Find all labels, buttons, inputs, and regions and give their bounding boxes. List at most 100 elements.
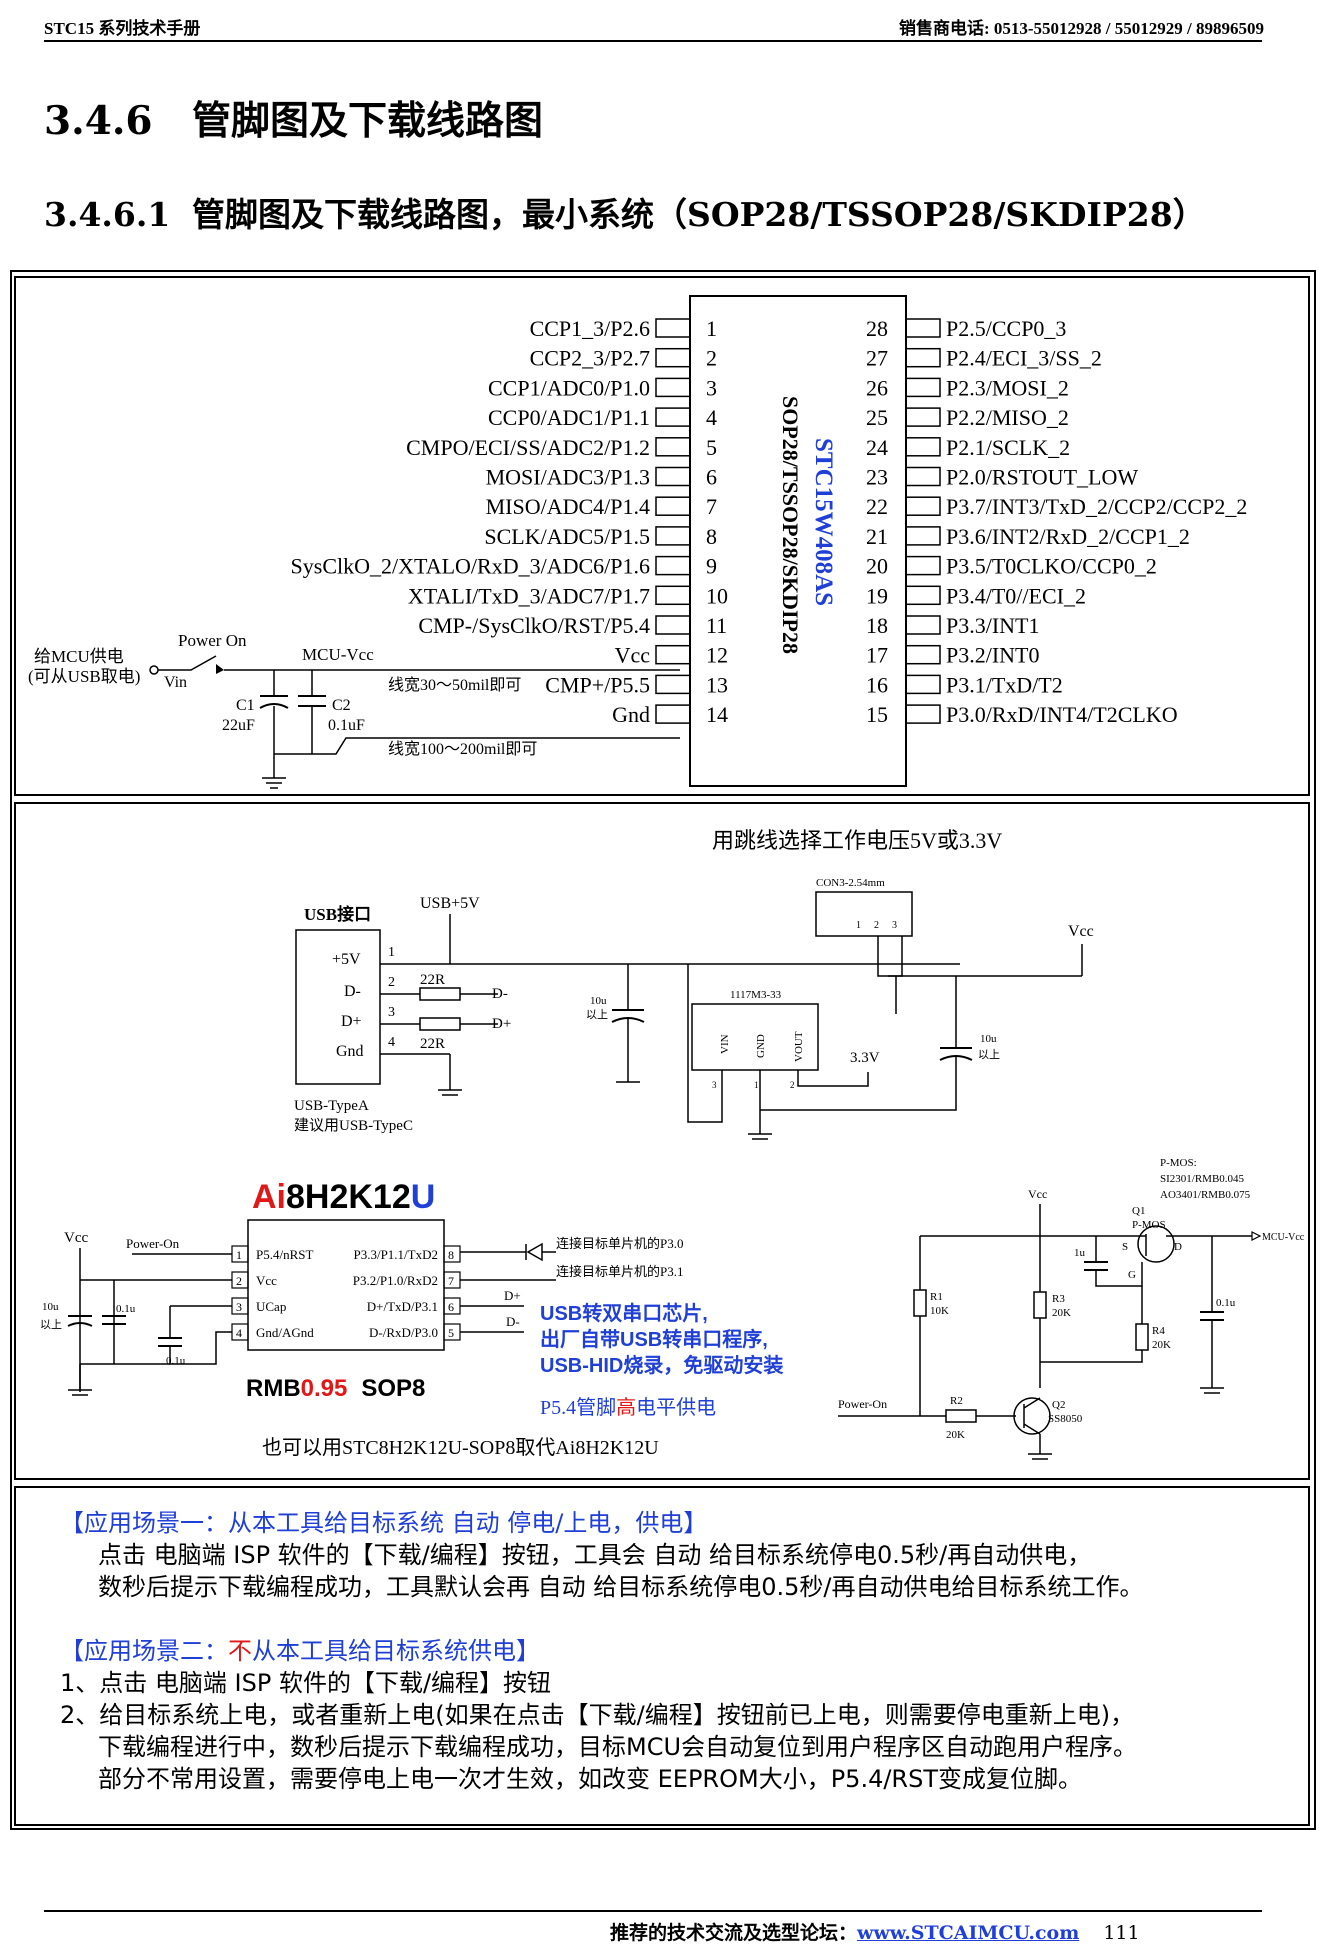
pin-box-15 — [905, 704, 941, 724]
ai-pin-number-3: 3 — [236, 1300, 242, 1314]
r2-value: 20K — [946, 1429, 965, 1441]
mcu-vcc-label: MCU-Vcc — [302, 645, 374, 664]
pin-box-27 — [905, 347, 941, 368]
pin-number-4: 4 — [706, 405, 717, 430]
pmos-title: P-MOS: — [1160, 1157, 1197, 1169]
pin-box-23 — [905, 466, 941, 487]
pin-box-24 — [905, 437, 941, 457]
pin-label-25: P2.2/MISO_2 — [946, 405, 1069, 430]
ai-pin-number-8: 8 — [448, 1248, 454, 1262]
pin-number-10: 10 — [706, 583, 728, 608]
ai-conn-p30: 连接目标单片机的P3.0 — [556, 1236, 683, 1251]
pin-label-24: P2.1/SCLK_2 — [946, 435, 1070, 460]
switch — [158, 655, 217, 671]
pin-number-1: 1 — [706, 316, 717, 341]
pin-label-17: P3.2/INT0 — [946, 643, 1040, 668]
ai-pin-label-2: Vcc — [256, 1273, 277, 1288]
pin-box-19 — [905, 585, 941, 606]
jumper-connector — [815, 891, 913, 937]
r1 — [913, 1289, 927, 1317]
r4-return — [1040, 1350, 1143, 1363]
r3-value: 20K — [1052, 1307, 1071, 1319]
usb-type-c: 建议用USB-TypeC — [294, 1117, 413, 1134]
pin-label-15: P3.0/RxD/INT4/T2CLKO — [946, 702, 1178, 727]
ai-alt-note: 也可以用STC8H2K12U-SOP8取代Ai8H2K12U — [262, 1436, 659, 1459]
ai-tx-diode — [526, 1242, 543, 1262]
ai-pin-number-6: 6 — [448, 1300, 454, 1314]
regulator-label: 1117M3-33 — [730, 989, 782, 1001]
pin-number-20: 20 — [866, 554, 888, 579]
header-right: 销售商电话: 0513-55012928 / 55012929 / 898965… — [898, 19, 1264, 38]
reg-vin-wire — [687, 964, 723, 1123]
pin-box-8 — [655, 526, 691, 546]
v33-label: 3.3V — [850, 1050, 880, 1066]
r2 — [945, 1409, 977, 1423]
ai-pin-number-7: 7 — [448, 1274, 454, 1288]
r4 — [1135, 1323, 1149, 1351]
q2-collector — [1023, 1397, 1041, 1409]
pin-number-28: 28 — [866, 316, 888, 341]
pin-box-28 — [905, 318, 941, 338]
pin-label-20: P3.5/T0CLKO/CCP0_2 — [946, 554, 1157, 579]
q1-g: G — [1128, 1269, 1136, 1281]
q1-label: Q1 — [1132, 1205, 1145, 1217]
pin-number-19: 19 — [866, 583, 888, 608]
r1-value: 10K — [930, 1305, 949, 1317]
q2-emitter — [1023, 1423, 1041, 1435]
reg-vout: VOUT — [793, 1031, 805, 1062]
conn-pin-1: 1 — [856, 920, 861, 931]
r4-value: 20K — [1152, 1339, 1171, 1351]
pin-label-7: MISO/ADC4/P1.4 — [486, 494, 650, 519]
pin-box-26 — [905, 377, 941, 398]
scenario-2-title: 【应用场景二：不从本工具给目标系统供电】 — [60, 1637, 540, 1665]
pin-number-3: 3 — [706, 375, 717, 400]
header-left: STC15 系列技术手册 — [44, 19, 201, 38]
chip-body — [689, 295, 907, 787]
forum-link[interactable]: www.STCAIMCU.com — [857, 1922, 1080, 1944]
pin-label-1: CCP1_3/P2.6 — [530, 316, 650, 341]
cap01-label: 0.1u — [1216, 1297, 1236, 1309]
pin-number-18: 18 — [866, 613, 888, 638]
ai-pin-label-7: P3.2/P1.0/RxD2 — [353, 1273, 438, 1288]
usb-num-4: 4 — [388, 1035, 395, 1050]
pin-box-9 — [655, 555, 691, 576]
pin-box-22 — [905, 496, 941, 516]
pin-box-12 — [655, 644, 691, 665]
pin-number-11: 11 — [706, 613, 727, 638]
r3 — [1033, 1291, 1047, 1319]
vin-terminal — [149, 665, 159, 675]
pin-label-28: P2.5/CCP0_3 — [946, 316, 1066, 341]
supply-label-2: (可从USB取电) — [28, 667, 140, 686]
pin-number-5: 5 — [706, 435, 717, 460]
pin-box-21 — [905, 526, 941, 546]
regulator-body — [691, 1003, 819, 1071]
c2-value: 0.1uF — [328, 717, 365, 734]
pin-box-6 — [655, 466, 691, 487]
ai-ucap-label: 0.1u — [166, 1355, 186, 1367]
pin-number-14: 14 — [706, 702, 728, 727]
pin-number-23: 23 — [866, 465, 888, 490]
cap1u-label: 1u — [1074, 1247, 1086, 1259]
pin-number-7: 7 — [706, 494, 717, 519]
pin-label-27: P2.4/ECI_3/SS_2 — [946, 346, 1102, 371]
scenario-1-line-1: 点击 电脑端 ISP 软件的【下载/编程】按钮，工具会 自动 给目标系统停电0.… — [98, 1541, 1092, 1569]
cap10u2-note: 以上 — [978, 1048, 1000, 1061]
pin-label-13: CMP+/P5.5 — [545, 672, 650, 697]
cap10u2-return — [760, 1056, 957, 1111]
reg-vout-wire — [797, 1070, 869, 1087]
pin-box-16 — [905, 674, 941, 695]
ai-dminus-net: D- — [506, 1314, 520, 1329]
pin-label-26: P2.3/MOSI_2 — [946, 375, 1069, 400]
pin-number-8: 8 — [706, 524, 717, 549]
pin-box-7 — [655, 496, 691, 516]
dminus-net: D- — [492, 986, 508, 1002]
scenario-1-line-2: 数秒后提示下载编程成功，工具默认会再 自动 给目标系统停电0.5秒/再自动供电给… — [98, 1573, 1144, 1601]
ai-gnd-wire — [169, 1331, 232, 1365]
download-circuit-pane: 用跳线选择工作电压5V或3.3V CON3-2.54mm 1 2 3 USB接口… — [14, 802, 1310, 1480]
c2-label: C2 — [332, 697, 351, 714]
q2-body — [1013, 1397, 1051, 1435]
pin-number-26: 26 — [866, 375, 888, 400]
pmos-power-on: Power-On — [838, 1397, 887, 1411]
